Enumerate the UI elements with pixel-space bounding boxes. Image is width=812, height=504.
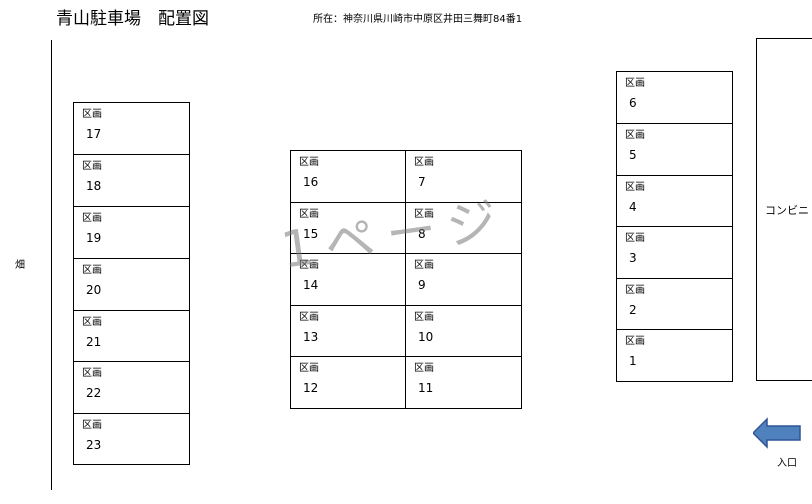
stall-number: 12: [303, 381, 319, 395]
stall-number: 11: [418, 381, 434, 395]
stall-number: 15: [303, 227, 319, 241]
stall-number: 10: [418, 330, 434, 344]
entrance-arrow-icon: [753, 417, 801, 449]
parking-stall-6: 区画 6: [616, 71, 733, 124]
stall-label: 区画: [625, 285, 645, 296]
parking-stall-11: 区画 11: [405, 356, 522, 409]
stall-number: 13: [303, 330, 319, 344]
stall-label: 区画: [299, 260, 319, 271]
stall-label: 区画: [625, 233, 645, 244]
stall-number: 4: [629, 200, 637, 214]
parking-stall-10: 区画 10: [405, 305, 522, 357]
stall-number: 6: [629, 96, 637, 110]
stall-label: 区画: [414, 260, 434, 271]
parking-stall-14: 区画 14: [290, 253, 407, 306]
parking-stall-7: 区画 7: [405, 150, 522, 203]
stall-number: 5: [629, 148, 637, 162]
stall-label: 区画: [625, 130, 645, 141]
stall-number: 20: [86, 283, 102, 297]
parking-stall-12: 区画 12: [290, 356, 407, 409]
stall-number: 18: [86, 179, 102, 193]
boundary-line: [51, 40, 52, 490]
parking-stall-20: 区画 20: [73, 258, 190, 311]
stall-number: 2: [629, 303, 637, 317]
stall-number: 14: [303, 278, 319, 292]
stall-number: 3: [629, 251, 637, 265]
stall-label: 区画: [625, 182, 645, 193]
stall-number: 1: [629, 354, 637, 368]
parking-stall-2: 区画 2: [616, 278, 733, 330]
stall-label: 区画: [82, 265, 102, 276]
parking-stall-17: 区画 17: [73, 102, 190, 155]
stall-number: 8: [418, 227, 426, 241]
parking-stall-4: 区画 4: [616, 175, 733, 227]
stall-number: 17: [86, 127, 102, 141]
stall-number: 21: [86, 335, 102, 349]
parking-stall-13: 区画 13: [290, 305, 407, 357]
parking-stall-18: 区画 18: [73, 154, 190, 207]
page-title: 青山駐車場 配置図: [56, 9, 209, 29]
stall-label: 区画: [625, 336, 645, 347]
stall-number: 7: [418, 175, 426, 189]
parking-stall-19: 区画 19: [73, 206, 190, 259]
stall-label: 区画: [82, 109, 102, 120]
stall-label: 区画: [625, 78, 645, 89]
stall-number: 16: [303, 175, 319, 189]
parking-stall-15: 区画 15: [290, 202, 407, 254]
stall-label: 区画: [82, 317, 102, 328]
parking-stall-21: 区画 21: [73, 310, 190, 363]
address-text: 所在：神奈川県川崎市中原区井田三舞町84番1: [313, 14, 523, 25]
stall-label: 区画: [414, 157, 434, 168]
stall-label: 区画: [299, 157, 319, 168]
stall-label: 区画: [299, 209, 319, 220]
parking-stall-3: 区画 3: [616, 226, 733, 279]
entrance-label: 入口: [777, 458, 797, 469]
stall-number: 22: [86, 386, 102, 400]
stall-label: 区画: [299, 363, 319, 374]
field-label: 畑: [15, 260, 25, 271]
stall-label: 区画: [82, 161, 102, 172]
parking-stall-5: 区画 5: [616, 123, 733, 176]
stall-label: 区画: [414, 363, 434, 374]
stall-label: 区画: [299, 312, 319, 323]
stall-label: 区画: [414, 209, 434, 220]
parking-stall-9: 区画 9: [405, 253, 522, 306]
store-label: コンビニ: [765, 204, 809, 217]
stall-label: 区画: [414, 312, 434, 323]
parking-stall-22: 区画 22: [73, 361, 190, 414]
stall-number: 23: [86, 438, 102, 452]
stall-label: 区画: [82, 368, 102, 379]
stall-label: 区画: [82, 213, 102, 224]
parking-stall-1: 区画 1: [616, 329, 733, 382]
parking-stall-8: 区画 8: [405, 202, 522, 254]
stall-label: 区画: [82, 420, 102, 431]
stall-number: 9: [418, 278, 426, 292]
convenience-store: コンビニ: [756, 38, 812, 381]
parking-stall-16: 区画 16: [290, 150, 407, 203]
stall-number: 19: [86, 231, 102, 245]
parking-stall-23: 区画 23: [73, 413, 190, 465]
